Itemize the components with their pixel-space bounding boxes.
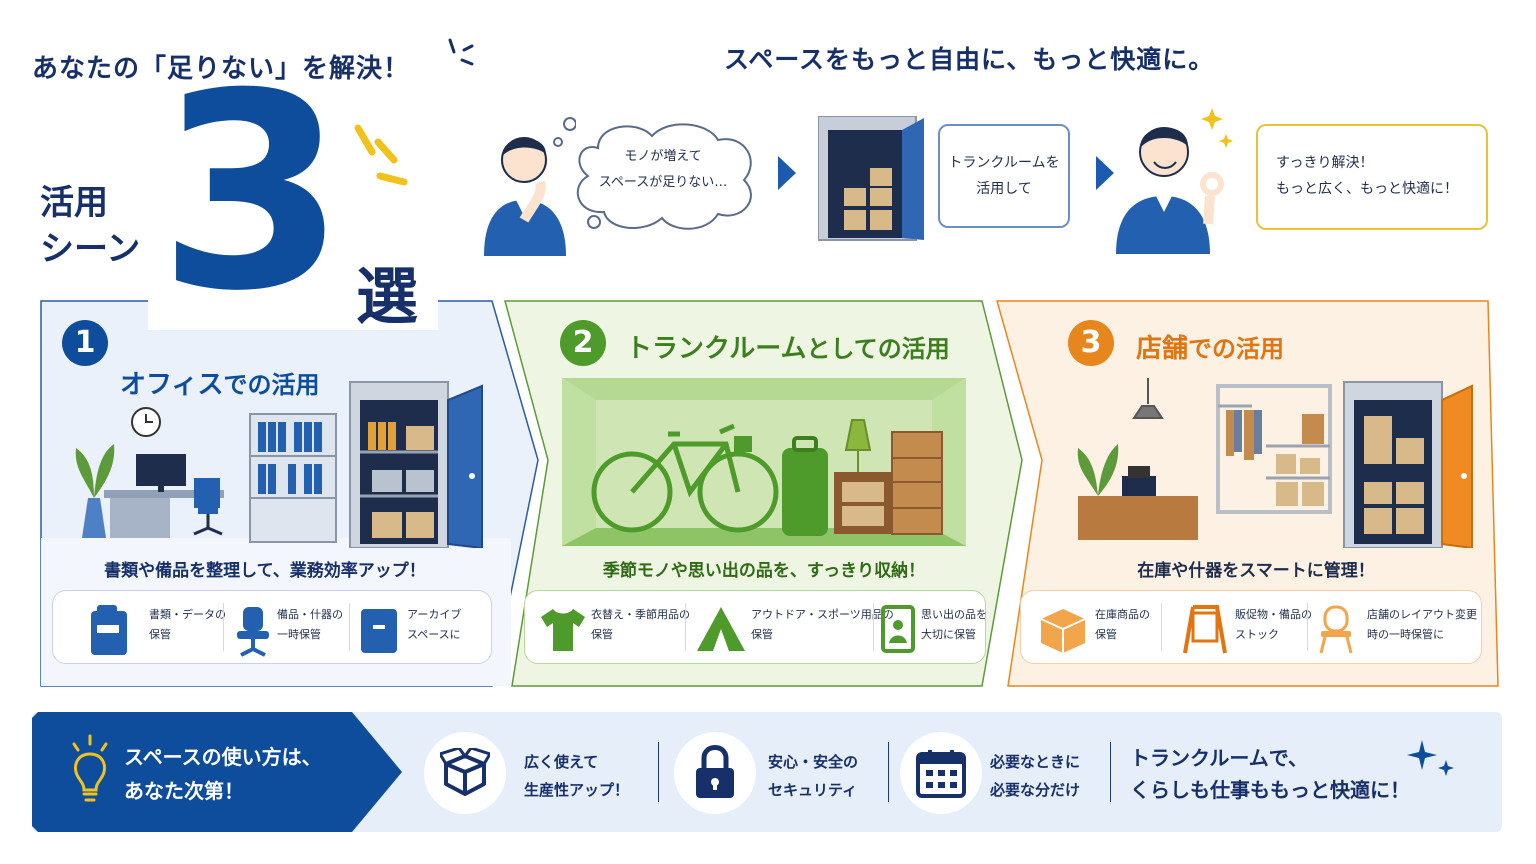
lead-text: スペースの使い方は、あなた次第！	[124, 745, 322, 803]
sparkle-lines-icon	[448, 38, 474, 66]
feature-list: 在庫商品の保管 販促物・備品のストック 店舗のレイアウト変更時の一時保管に	[1020, 590, 1482, 664]
sen-label: 選	[356, 260, 419, 333]
tent-icon	[697, 607, 745, 651]
benefit-text: 広く使えて生産性アップ！	[524, 753, 630, 799]
lead-banner	[32, 712, 402, 832]
feature-item: 在庫商品の保管	[1095, 608, 1150, 641]
closing-message: トランクルームで、くらしも仕事ももっと快適に！	[1130, 746, 1410, 802]
feature-item: アーカイブスペースに	[407, 608, 462, 641]
panel-caption: 在庫や什器をスマートに管理！	[1137, 561, 1375, 581]
thought-cloud	[576, 123, 752, 230]
feature-item: 販促物・備品のストック	[1235, 608, 1312, 641]
use-note: トランクルームを活用して	[938, 124, 1070, 228]
scene-label: 活用 シーン	[40, 180, 140, 272]
subtitle: スペースをもっと自由に、もっと快適に。	[724, 45, 1215, 74]
tagline: あなたの「足りない」を解決！	[32, 54, 411, 84]
lightbulb-icon	[72, 734, 108, 802]
storage-locker-icon	[818, 116, 924, 241]
a-frame-sign-icon	[1183, 605, 1227, 654]
chair-icon	[1319, 605, 1353, 654]
panel-store: 3 店舗での活用 在庫や什器をスマートに管理！ 在庫商品の保管 販促物・備品のス…	[996, 300, 1500, 688]
sparkle-icon	[1407, 740, 1454, 776]
panel-trunkroom: 2 トランクルームとしての活用 季節モノや思い出の品を、すっきり収納！ 衣替え・…	[504, 300, 1024, 688]
worried-person-icon	[484, 117, 576, 256]
feature-item: 店舗のレイアウト変更時の一時保管に	[1367, 608, 1477, 641]
feature-list: 書類・データの保管 備品・什器の一時保管 アーカイブスペースに	[52, 590, 492, 664]
panel-title: トランクルームとしての活用	[626, 328, 950, 365]
feature-item: アウトドア・スポーツ用品の保管	[751, 608, 894, 641]
office-chair-icon	[237, 607, 269, 657]
panel-number: 1	[62, 320, 108, 366]
lock-icon	[696, 745, 734, 798]
binder-icon	[91, 605, 127, 655]
happy-person-icon	[1116, 108, 1233, 254]
benefit-text: 安心・安全のセキュリティ	[768, 753, 859, 799]
panel-title-sub: での活用	[1188, 335, 1285, 363]
panel-title-main: 店舗	[1136, 334, 1189, 364]
photo-frame-icon	[881, 605, 915, 653]
arrow-right-icon	[778, 156, 796, 190]
cardboard-box-icon	[1040, 609, 1086, 653]
result-note: すっきり解決！もっと広く、もっと快適に！	[1256, 124, 1488, 230]
panel-title-sub: での活用	[223, 371, 320, 399]
store-illustration	[1077, 378, 1473, 548]
arrow-right-icon	[1096, 156, 1114, 190]
calendar-icon	[916, 750, 966, 798]
panel-title: オフィスでの活用	[120, 364, 319, 401]
feature-list: 衣替え・季節用品の保管 アウトドア・スポーツ用品の保管 思い出の品を大切に保管	[524, 590, 987, 664]
panel-number: 2	[560, 320, 606, 366]
benefit-text: 必要なときに必要な分だけ	[990, 753, 1081, 799]
panel-title: 店舗での活用	[1136, 328, 1284, 365]
panel-title-main: トランクルーム	[626, 334, 807, 364]
panel-number: 3	[1068, 320, 1114, 366]
feature-item: 備品・什器の一時保管	[277, 608, 343, 641]
panel-caption: 季節モノや思い出の品を、すっきり収納！	[602, 561, 926, 581]
feature-item: 思い出の品を大切に保管	[921, 608, 987, 641]
big-number: 3	[148, 58, 438, 330]
feature-item: 衣替え・季節用品の保管	[591, 608, 690, 641]
panel-title-main: オフィス	[120, 370, 224, 400]
scene-label-line2: シーン	[40, 229, 141, 269]
divider	[1110, 742, 1111, 802]
storage-room-illustration	[562, 378, 966, 546]
burst-lines-icon	[354, 124, 408, 186]
divider	[888, 742, 889, 802]
archive-box-icon	[361, 609, 397, 653]
panel-office: 1 オフィスでの活用 書類や備品を整理して、業務効率アップ！ 書	[40, 300, 540, 688]
office-illustration	[75, 381, 483, 548]
feature-item: 書類・データの保管	[149, 608, 226, 641]
panel-title-sub: としての活用	[806, 335, 950, 363]
scene-label-line1: 活用	[40, 183, 108, 223]
divider	[658, 742, 659, 802]
panel-caption: 書類や備品を整理して、業務効率アップ！	[104, 561, 426, 581]
tshirt-icon	[541, 609, 585, 651]
open-box-icon	[440, 748, 490, 796]
thought-text: モノが増えてスペースが足りない…	[598, 149, 728, 190]
